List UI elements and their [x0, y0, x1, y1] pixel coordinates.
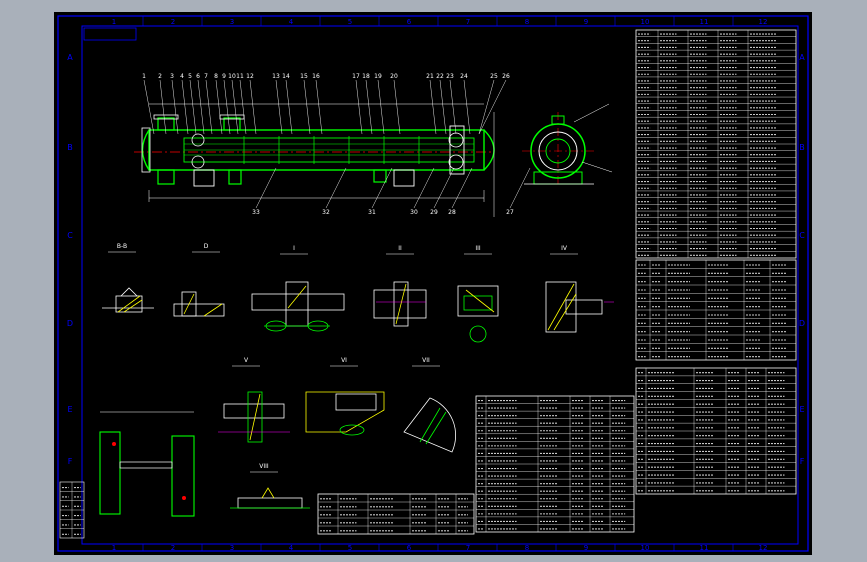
section-label-D: D [204, 243, 209, 250]
callout-22: 22 [436, 73, 444, 80]
callout-26: 26 [502, 73, 510, 80]
column-marker-5: 5 [348, 18, 352, 26]
callout-32: 32 [322, 209, 330, 216]
title-block-bottom [317, 493, 475, 535]
callout-19: 19 [374, 73, 382, 80]
callout-17: 17 [352, 73, 360, 80]
column-marker-4: 4 [289, 18, 294, 26]
callout-33: 33 [252, 209, 260, 216]
row-marker-B: B [67, 143, 73, 152]
callout-4: 4 [180, 73, 184, 80]
column-marker-10: 10 [641, 18, 650, 26]
section-label-IV: IV [561, 245, 568, 252]
section-label-V: V [244, 357, 249, 364]
section-label-VII: VII [422, 357, 430, 364]
callout-25: 25 [490, 73, 498, 80]
column-marker-bottom-4: 4 [289, 544, 294, 552]
column-marker-bottom-7: 7 [466, 544, 470, 552]
section-label-I: I [293, 245, 295, 252]
row-marker-F: F [68, 457, 73, 466]
column-marker-3: 3 [230, 18, 234, 26]
nozzle-table [635, 259, 797, 361]
lower-details [99, 391, 456, 517]
parts-list-right [635, 367, 797, 495]
outer-border [57, 15, 809, 552]
column-marker-7: 7 [466, 18, 470, 26]
column-marker-bottom-11: 11 [700, 544, 709, 552]
callout-12: 12 [246, 73, 254, 80]
callout-20: 20 [390, 73, 398, 80]
callout-3: 3 [170, 73, 174, 80]
column-marker-bottom-3: 3 [230, 544, 234, 552]
section-label-III: III [475, 245, 481, 252]
section-label-VI: VI [341, 357, 347, 364]
column-marker-6: 6 [407, 18, 412, 26]
callout-23: 23 [446, 73, 454, 80]
callout-28: 28 [448, 209, 456, 216]
callout-27: 27 [506, 209, 514, 216]
callout-29: 29 [430, 209, 438, 216]
callout-8: 8 [214, 73, 218, 80]
callout-16: 16 [312, 73, 320, 80]
row-marker-A: A [67, 53, 73, 62]
column-marker-9: 9 [584, 18, 588, 26]
column-marker-bottom-8: 8 [525, 544, 529, 552]
column-marker-bottom-2: 2 [171, 544, 175, 552]
column-marker-12: 12 [759, 18, 768, 26]
section-label-VIII: VIII [259, 463, 269, 470]
column-marker-11: 11 [700, 18, 709, 26]
column-marker-bottom-5: 5 [348, 544, 352, 552]
row-marker-C: C [67, 231, 73, 240]
inner-border [81, 25, 799, 545]
column-marker-bottom-10: 10 [641, 544, 650, 552]
part-callouts-bottom: 33 32 31 30 29 28 27 [252, 167, 531, 216]
row-zone-markers: A A B B C C D D E E F F [67, 53, 805, 466]
callout-7: 7 [204, 73, 208, 80]
callout-1: 1 [142, 73, 146, 80]
callout-30: 30 [410, 209, 418, 216]
callout-21: 21 [426, 73, 434, 80]
column-marker-bottom-1: 1 [112, 544, 116, 552]
column-marker-bottom-9: 9 [584, 544, 588, 552]
column-marker-8: 8 [525, 18, 529, 26]
column-marker-2: 2 [171, 18, 175, 26]
row-marker-right-A: A [799, 53, 805, 62]
row-marker-right-E: E [799, 405, 804, 414]
column-marker-bottom-12: 12 [759, 544, 768, 552]
callout-2: 2 [158, 73, 162, 80]
parts-list-center [475, 395, 635, 533]
row-marker-D: D [67, 319, 73, 328]
section-label-II: II [398, 245, 402, 252]
column-marker-1: 1 [112, 18, 116, 26]
callout-11: 11 [236, 73, 244, 80]
end-view [522, 103, 613, 187]
callout-6: 6 [196, 73, 200, 80]
callout-9: 9 [222, 73, 226, 80]
row-marker-right-D: D [799, 319, 805, 328]
revision-block-left [59, 481, 85, 539]
callout-5: 5 [188, 73, 192, 80]
callout-24: 24 [460, 73, 468, 80]
row-marker-right-C: C [799, 231, 805, 240]
technical-requirements-block [635, 29, 797, 259]
section-label-B-B: B-B [117, 243, 127, 250]
callout-10: 10 [228, 73, 236, 80]
callout-18: 18 [362, 73, 370, 80]
callout-13: 13 [272, 73, 280, 80]
callout-15: 15 [300, 73, 308, 80]
row-marker-right-F: F [800, 457, 805, 466]
heat-exchanger-main-view [134, 103, 495, 217]
row-marker-right-B: B [799, 143, 805, 152]
title-tab [83, 27, 137, 41]
callout-31: 31 [368, 209, 376, 216]
callout-14: 14 [282, 73, 290, 80]
row-marker-E: E [67, 405, 72, 414]
column-marker-bottom-6: 6 [407, 544, 412, 552]
